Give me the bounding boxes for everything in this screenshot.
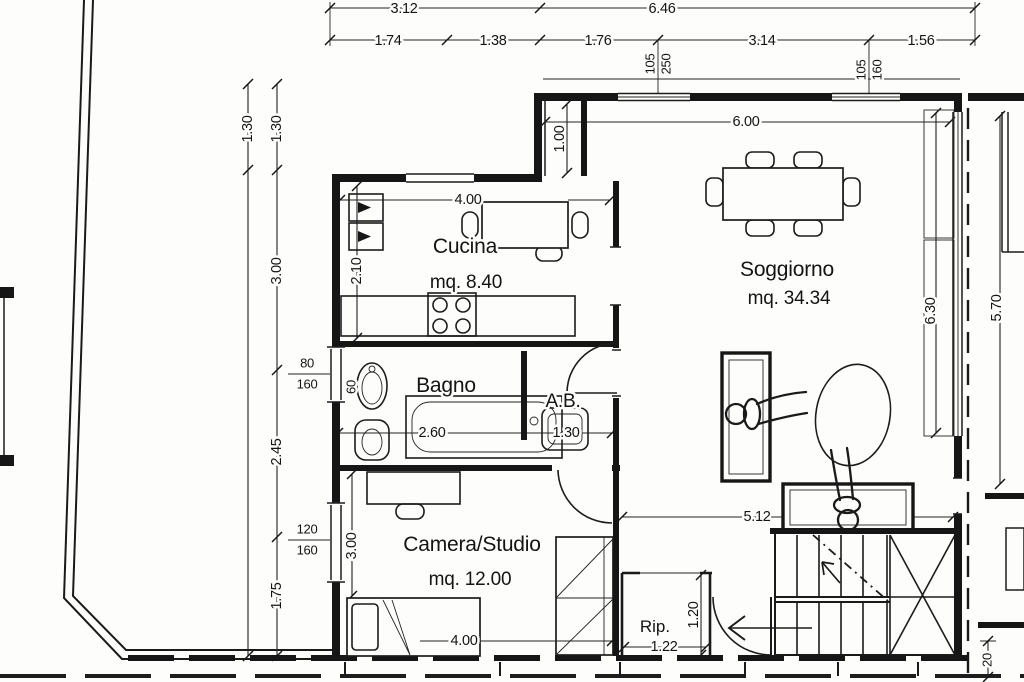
living-room-furniture (705, 151, 915, 533)
dim-label: 60 (343, 380, 358, 394)
interior-walls (332, 99, 1024, 656)
dim-label: 1.22 (650, 639, 677, 655)
window-symbol (832, 92, 900, 102)
room-labels: Cucina mq. 8.40 Soggiorno mq. 34.34 Bagn… (401, 233, 837, 639)
bedroom-furniture (346, 471, 618, 657)
sofa-symbol (781, 482, 915, 533)
dim-label: 1.30 (552, 425, 579, 441)
dim-label: 1.75 (269, 582, 285, 609)
dim-label: 1.38 (479, 33, 506, 49)
dim-label: 6.46 (648, 1, 675, 17)
dim-label: 1.30 (269, 115, 285, 142)
dimension-lines (242, 2, 1006, 682)
bathtub-symbol (405, 395, 563, 459)
window-size-tag: 120 (297, 521, 318, 536)
appliance-symbol (348, 222, 384, 251)
wardrobe-symbol (555, 536, 614, 656)
dim-label: 1.76 (584, 33, 611, 49)
stair-break-line (812, 534, 889, 602)
window-symbol (327, 346, 345, 403)
dim-label: 6.30 (923, 297, 939, 324)
dim-label: 4.00 (450, 633, 477, 649)
dim-label: 3.00 (344, 532, 360, 559)
desk-symbol (366, 471, 461, 520)
dim-label: 3.14 (748, 33, 775, 49)
sink-symbol (356, 362, 388, 410)
dim-label: 1.00 (552, 125, 568, 152)
staircase (727, 532, 956, 656)
doors (557, 342, 772, 656)
window-size-tag: 160 (869, 60, 884, 81)
dim-label: 3.00 (269, 257, 285, 284)
dimension-labels: 3.12 6.46 1.74 1.38 1.76 3.14 1.56 105 2… (237, 0, 1007, 669)
storage-closet (620, 571, 712, 656)
dimension-ticks (242, 2, 1006, 682)
glazed-wall-symbol (952, 112, 963, 515)
person-figure (724, 390, 809, 431)
lower-floor-edge (0, 655, 1024, 678)
window-size-tag: 160 (297, 376, 318, 391)
appliance-symbol (348, 193, 384, 222)
bathroom-fixtures (354, 362, 589, 461)
room-label-bagno: Bagno (416, 374, 476, 397)
exterior-walls (332, 93, 1024, 656)
dim-label: 2.45 (269, 438, 285, 465)
room-area-cucina: mq. 8.40 (430, 272, 502, 293)
site-boundary (0, 0, 336, 660)
neighbor-wall-stub (0, 455, 14, 466)
dim-label: 1.20 (686, 601, 702, 628)
dim-label: 1.74 (374, 33, 401, 49)
dim-label: 4.00 (454, 192, 481, 208)
french-door-symbol (618, 92, 690, 102)
antibagno-basin-symbol (541, 407, 589, 451)
rug-oval-symbol (814, 363, 892, 467)
stair-direction-arrow-icon (727, 615, 746, 641)
window-size-tag: 105 (853, 60, 868, 81)
room-label-antibagno: A.B. (545, 391, 580, 412)
appliance-arrow-icon (358, 202, 371, 242)
entrance-door-arc (712, 596, 772, 656)
dining-table-symbol (705, 151, 861, 237)
room-label-camera: Camera/Studio (403, 533, 540, 556)
windows (327, 92, 963, 583)
door-size-tag: 250 (658, 54, 673, 75)
window-size-tag: 160 (297, 542, 318, 557)
neighbor-wall-stub (0, 287, 14, 298)
door-size-tag: 105 (642, 54, 657, 75)
window-symbol (327, 502, 345, 583)
dim-label: 3.12 (390, 1, 417, 17)
dim-label: 5.70 (989, 294, 1005, 321)
toilet-symbol (354, 419, 390, 461)
dim-label: 1.30 (240, 115, 256, 142)
room-label-ripostiglio: Rip. (640, 617, 670, 636)
antibagno-door-arc (566, 342, 618, 394)
dim-label: 2.60 (418, 425, 445, 441)
stair-up-arrow-icon (821, 561, 841, 584)
kitchen-furniture (340, 193, 589, 337)
room-area-camera: mq. 12.00 (429, 569, 512, 590)
kitchen-table-symbol (461, 201, 589, 262)
window-size-tag: 80 (300, 355, 314, 370)
dim-label: 6.00 (732, 114, 759, 130)
bed-symbol (346, 597, 481, 657)
room-label-soggiorno: Soggiorno (740, 258, 834, 281)
camera-door-arc (557, 469, 613, 524)
dim-label: 1.56 (907, 33, 934, 49)
stove-symbol (427, 292, 477, 337)
room-label-cucina: Cucina (433, 235, 498, 258)
adjacent-unit (966, 108, 1024, 682)
window-symbol (406, 173, 474, 183)
room-area-soggiorno: mq. 34.34 (748, 288, 831, 309)
dim-label: 5.12 (743, 509, 770, 525)
dim-label: 2.10 (349, 257, 365, 284)
dim-label: 20 (979, 653, 994, 667)
